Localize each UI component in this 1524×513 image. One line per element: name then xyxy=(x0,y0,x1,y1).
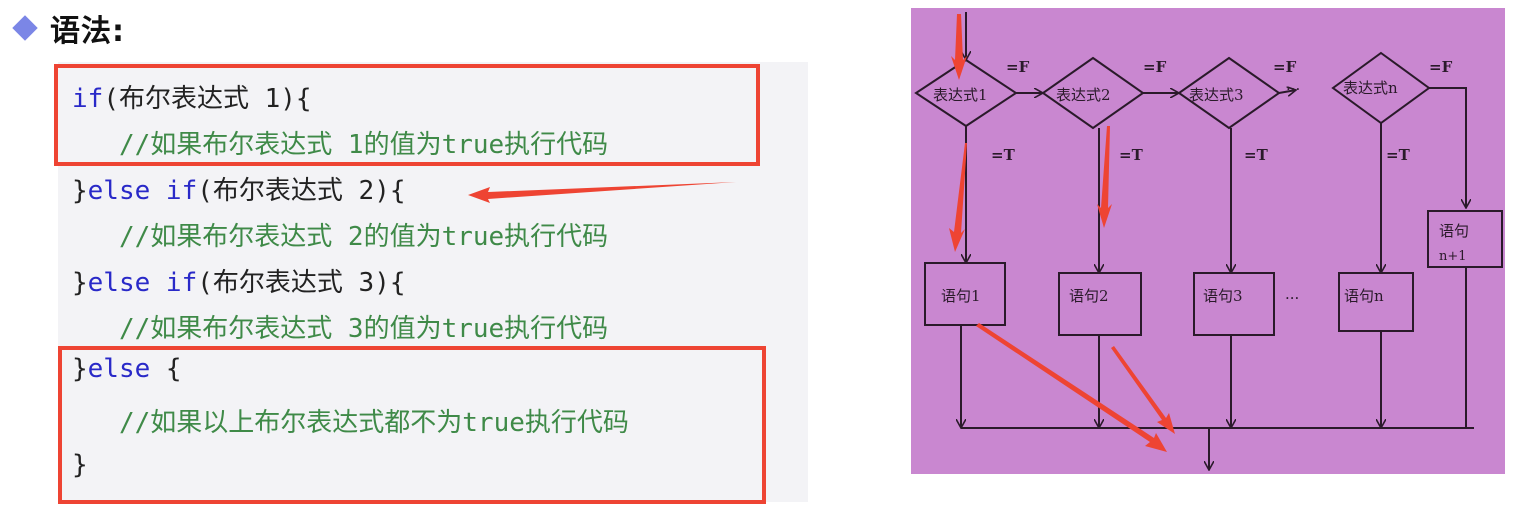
statement-label: 语句3 xyxy=(1203,287,1243,305)
code-text: } xyxy=(72,354,88,384)
condition-label: 表达式2 xyxy=(1056,86,1111,104)
true-label: =T xyxy=(991,146,1016,164)
code-text: { xyxy=(150,354,182,384)
code-text: (布尔表达式 1){ xyxy=(103,84,312,114)
code-text: (布尔表达式 3){ xyxy=(197,268,406,298)
red-arrow-icon xyxy=(468,182,736,203)
code-comment: //如果布尔表达式 1的值为true执行代码 xyxy=(72,130,609,160)
flowchart-svg: 表达式1 表达式2 表达式3 表达式n =F =F =F =F =T =T =T… xyxy=(914,12,1503,474)
code-text: } xyxy=(72,268,88,298)
condition-label: 表达式3 xyxy=(1189,86,1244,104)
false-label: =F xyxy=(1006,58,1030,76)
code-line: //如果布尔表达式 2的值为true执行代码 xyxy=(72,216,608,253)
section-heading: 语法: xyxy=(10,6,125,50)
heading-title: 语法: xyxy=(50,14,125,49)
code-keyword: else if xyxy=(87,176,198,206)
statement-label: 语句n xyxy=(1344,287,1384,305)
code-line: }else if(布尔表达式 3){ xyxy=(72,262,406,299)
false-label: =F xyxy=(1143,58,1167,76)
code-line: }else if(布尔表达式 2){ xyxy=(72,170,406,207)
code-line: //如果布尔表达式 3的值为true执行代码 xyxy=(72,308,608,345)
else-statement-label: 语句 xyxy=(1439,222,1469,240)
condition-label: 表达式1 xyxy=(933,86,988,104)
true-label: =T xyxy=(1119,146,1144,164)
code-line: } xyxy=(72,450,88,480)
code-text: (布尔表达式 2){ xyxy=(197,176,406,206)
code-line: }else { xyxy=(72,354,182,384)
code-line: //如果布尔表达式 1的值为true执行代码 xyxy=(72,124,608,161)
highlight-box-if xyxy=(54,64,760,166)
code-text: } xyxy=(72,450,88,480)
ellipsis-label: ··· xyxy=(1286,80,1300,98)
condition-label: 表达式n xyxy=(1343,79,1398,97)
code-keyword: else if xyxy=(87,268,198,298)
ellipsis-label: ··· xyxy=(1285,289,1299,307)
code-keyword: if xyxy=(72,84,104,114)
flowchart-diagram: 表达式1 表达式2 表达式3 表达式n =F =F =F =F =T =T =T… xyxy=(911,8,1505,474)
code-comment: //如果布尔表达式 3的值为true执行代码 xyxy=(72,314,609,344)
code-line: if(布尔表达式 1){ xyxy=(72,78,312,115)
code-keyword: else xyxy=(87,354,151,384)
annotation-arrows-diagram xyxy=(949,14,1175,452)
code-text: } xyxy=(72,176,88,206)
true-label: =T xyxy=(1386,146,1411,164)
false-label: =F xyxy=(1429,58,1453,76)
else-statement-label: n+1 xyxy=(1439,249,1467,264)
code-comment: //如果以上布尔表达式都不为true执行代码 xyxy=(72,408,629,438)
code-line: //如果以上布尔表达式都不为true执行代码 xyxy=(72,402,629,439)
true-label: =T xyxy=(1244,146,1269,164)
code-block: if(布尔表达式 1){ //如果布尔表达式 1的值为true执行代码 }els… xyxy=(58,62,808,502)
statement-label: 语句1 xyxy=(941,287,981,305)
highlight-box-else xyxy=(58,346,766,504)
statement-label: 语句2 xyxy=(1069,287,1109,305)
code-comment: //如果布尔表达式 2的值为true执行代码 xyxy=(72,222,609,252)
false-label: =F xyxy=(1273,58,1297,76)
